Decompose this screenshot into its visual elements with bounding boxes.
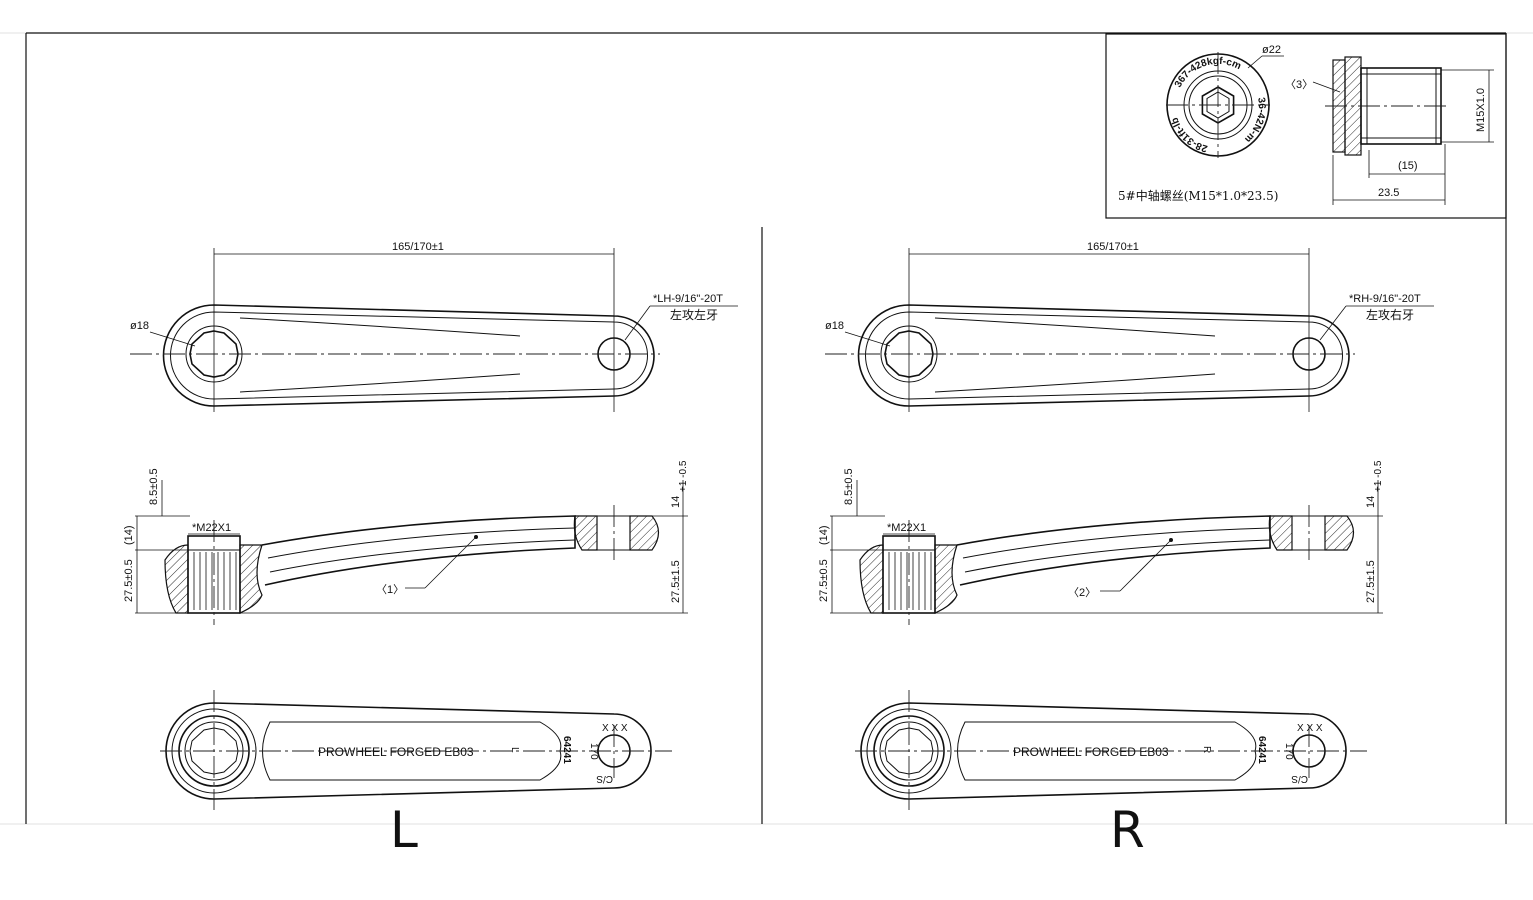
torque-ftlb-label: 28-31ft-lb [1169, 116, 1208, 154]
right-length-label: 165/170±1 [1087, 241, 1139, 253]
left-side-mark: L [509, 747, 520, 753]
left-h-top-label: 8.5±0.5 [148, 468, 160, 505]
right-crank: 165/170±1 ø18 *RH-9/16"-20T 左攻右牙 8.5±0.5… [818, 241, 1434, 859]
right-crank-label: R [1110, 801, 1145, 859]
svg-text:36-42N-m: 36-42N-m [1242, 97, 1267, 145]
bolt-front-view: 367-428kgf-cm 36-42N-m 28-31ft-lb ø22 [1166, 44, 1284, 158]
right-pedal-low-label: 27.5±1.5 [1365, 560, 1377, 603]
left-bore-label: ø18 [130, 320, 149, 332]
left-crank: 165/170±1 ø18 *LH-9/16"-20T 左攻左牙 8.5±0.5… [123, 241, 738, 859]
right-pedal-note: 左攻右牙 [1366, 307, 1414, 322]
left-pedal-tol-label: +1 -0.5 [678, 460, 689, 492]
left-cs-stamp: C/S [596, 773, 613, 784]
left-pedal-note: 左攻左牙 [670, 307, 718, 322]
left-pedal-thread-label: *LH-9/16"-20T [653, 293, 723, 305]
right-size-mark: 170 [1283, 743, 1294, 760]
right-pedal-tol-label: +1 -0.5 [1373, 460, 1384, 492]
bolt-length-label: 23.5 [1378, 187, 1399, 199]
bolt-thread-label: M15X1.0 [1475, 88, 1487, 132]
right-crank-side-view: 8.5±0.5 (14) 27.5±0.5 *M22X1 [818, 460, 1384, 625]
left-h-low-label: 27.5±0.5 [123, 559, 135, 602]
bolt-callout: 〈3〉 [1285, 78, 1313, 91]
right-h-top-label: 8.5±0.5 [843, 468, 855, 505]
right-crank-top-view: 165/170±1 ø18 *RH-9/16"-20T 左攻右牙 [825, 241, 1434, 412]
right-xxx-stamp: X X X [1297, 723, 1323, 734]
left-crank-side-view: 8.5±0.5 (14) 27.5±0.5 *M22X1 [123, 460, 689, 625]
left-engraving: PROWHEEL FORGED EB03 [318, 745, 474, 759]
left-pedal-h-label: 14 [670, 496, 682, 508]
left-part-callout: 〈1〉 [376, 583, 404, 596]
left-crank-bottom-view: PROWHEEL FORGED EB03 L 64241 170 C/S X X… [160, 690, 672, 810]
left-pedal-low-label: 27.5±1.5 [670, 560, 682, 603]
left-crank-top-view: 165/170±1 ø18 *LH-9/16"-20T 左攻左牙 [130, 241, 738, 412]
right-pedal-h-label: 14 [1365, 496, 1377, 508]
right-cs-stamp: C/S [1291, 773, 1308, 784]
right-spline-label: *M22X1 [887, 522, 926, 534]
right-engraving: PROWHEEL FORGED EB03 [1013, 745, 1169, 759]
right-bore-label: ø18 [825, 320, 844, 332]
right-h-low-label: 27.5±0.5 [818, 559, 830, 602]
left-spline-label: *M22X1 [192, 522, 231, 534]
svg-text:28-31ft-lb: 28-31ft-lb [1169, 116, 1208, 154]
left-part-code: 64241 [561, 736, 572, 764]
right-part-callout: 〈2〉 [1068, 586, 1096, 599]
torque-nm-label: 36-42N-m [1242, 97, 1267, 145]
bolt-caption: 5#中轴螺丝(M15*1.0*23.5) [1118, 188, 1278, 203]
bolt-side-view: 〈3〉 M15X1.0 (15) 23.5 [1285, 56, 1494, 205]
left-crank-label: L [390, 801, 418, 859]
bolt-detail: 367-428kgf-cm 36-42N-m 28-31ft-lb ø22 〈3… [1105, 33, 1507, 219]
bolt-diameter-label: ø22 [1262, 44, 1281, 56]
drawing-frame [25, 32, 1507, 824]
bolt-thread-length-label: (15) [1398, 160, 1418, 172]
right-part-code: 64241 [1256, 736, 1267, 764]
right-h-ref-label: (14) [818, 525, 830, 545]
right-pedal-thread-label: *RH-9/16"-20T [1349, 293, 1421, 305]
left-size-mark: 170 [588, 743, 599, 760]
left-h-ref-label: (14) [123, 525, 135, 545]
left-xxx-stamp: X X X [602, 723, 628, 734]
right-crank-bottom-view: PROWHEEL FORGED EB03 R 64241 170 C/S X X… [855, 690, 1367, 810]
left-length-label: 165/170±1 [392, 241, 444, 253]
right-side-mark: R [1201, 746, 1212, 753]
